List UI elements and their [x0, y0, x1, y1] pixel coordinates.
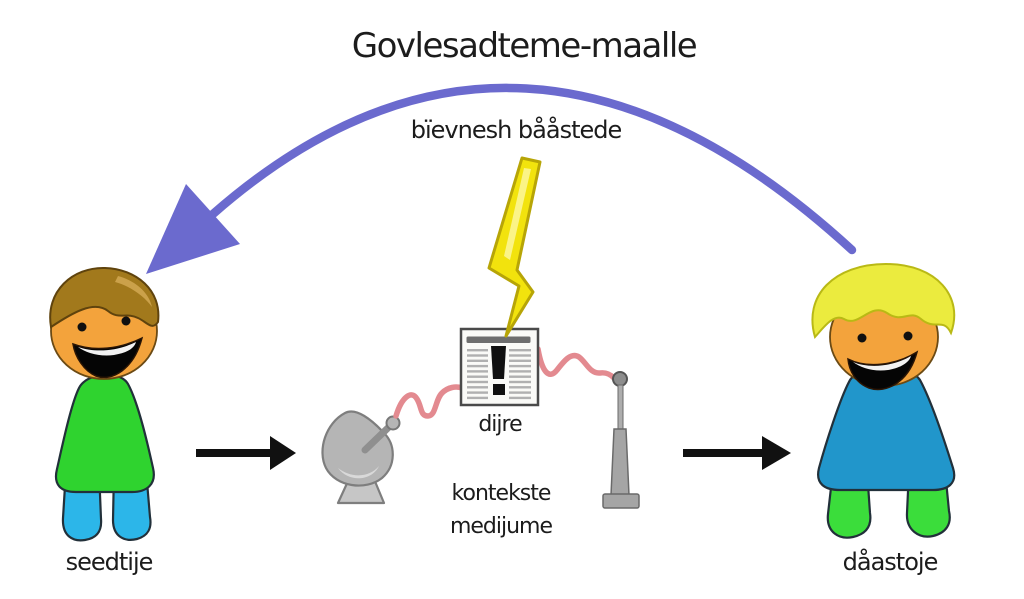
- lightning-highlight: [504, 168, 531, 260]
- arrow-head: [762, 436, 791, 470]
- antenna-icon: [602, 371, 640, 509]
- receiver-hair: [811, 262, 956, 340]
- lightning-bolt-shape: [487, 156, 542, 338]
- exclamation-bar: [491, 346, 506, 379]
- sender-teeth: [78, 342, 136, 356]
- antenna-mast: [610, 428, 630, 496]
- lightning-bolt-icon: [487, 156, 542, 338]
- sender-shirt: [54, 373, 155, 494]
- dish-highlight: [338, 466, 379, 479]
- newspaper-icon: [459, 327, 540, 407]
- page-title: Govlesadteme-maalle: [352, 26, 697, 66]
- exclamation-dot: [493, 384, 505, 395]
- newspaper-headline-bar: [466, 336, 531, 343]
- feedback-label: bïevnesh bååstede: [411, 115, 622, 144]
- dish-bowl: [321, 410, 394, 487]
- context-label-line1: kontekste: [452, 481, 551, 506]
- medium-to-receiver-arrow-icon: [683, 436, 791, 470]
- sender-left-eye: [77, 322, 87, 332]
- antenna-base: [602, 493, 640, 509]
- signal-squiggle-right: [535, 346, 617, 381]
- dish-feed-arm: [361, 421, 395, 454]
- feedback-arc-line: [208, 83, 857, 255]
- receiver-right-eye: [903, 331, 913, 341]
- receiver-left-eye: [857, 333, 867, 343]
- dish-feed-horn: [385, 415, 401, 431]
- sender-label: seedtije: [66, 548, 153, 576]
- sender-right-eye: [121, 316, 131, 326]
- satellite-dish-icon: [321, 410, 401, 505]
- newspaper-text-lines: [467, 349, 531, 400]
- receiver-label: dåastoje: [843, 547, 938, 576]
- noise-label: dijre: [478, 412, 522, 437]
- feedback-arrowhead: [146, 184, 240, 274]
- feedback-arrow-icon: [146, 83, 857, 274]
- receiver-figure: [811, 262, 956, 539]
- sender-hair-highlight: [115, 276, 152, 307]
- antenna-top-ball: [612, 371, 628, 387]
- signal-squiggle-left: [393, 384, 465, 419]
- antenna-rod: [617, 384, 624, 430]
- arrow-head: [270, 436, 296, 470]
- sender-figure: [49, 266, 160, 542]
- context-label-line2: medijume: [450, 514, 553, 539]
- receiver-teeth: [853, 356, 911, 371]
- sender-to-medium-arrow-icon: [196, 436, 296, 470]
